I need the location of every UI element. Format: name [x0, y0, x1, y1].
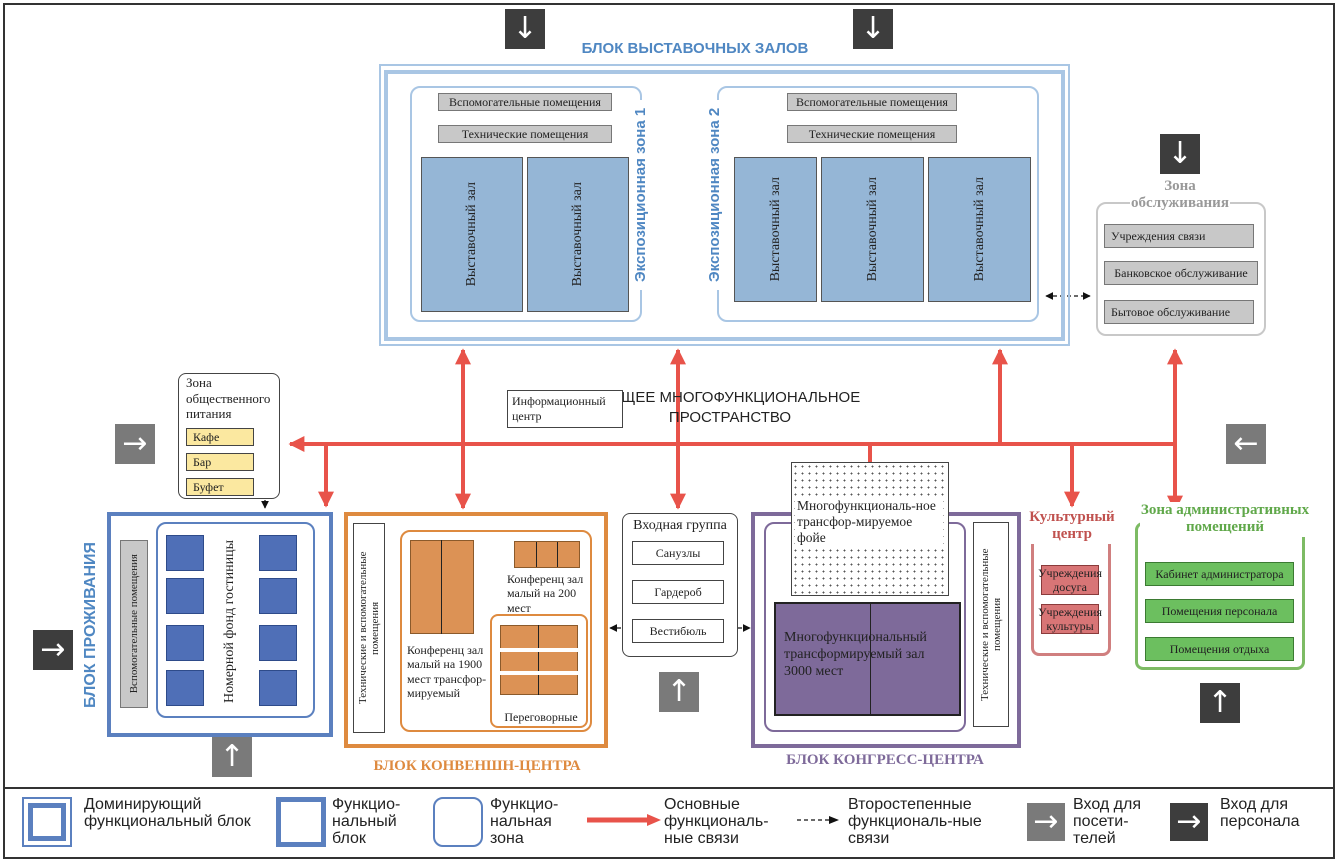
arrow-down-icon: ↓	[1160, 134, 1200, 174]
arrow-right-icon: →	[115, 424, 155, 464]
common-space-title: ОБЩЕЕ МНОГОФУНКЦИОНАЛЬНОЕ ПРОСТРАНСТВО	[599, 389, 861, 426]
convention-block	[344, 512, 608, 748]
admin-rest-rooms: Помещения отдыха	[1145, 637, 1294, 661]
zone2-label: Экспозиционная зона 2	[706, 100, 726, 290]
meeting-rooms-zone	[490, 614, 588, 728]
conference-hall-200	[514, 541, 580, 568]
entrance-restrooms: Санузлы	[632, 541, 724, 565]
residence-title: БЛОК ПРОЖИВАНИЯ	[82, 542, 99, 709]
arrow-down-icon: ↓	[505, 9, 545, 49]
divider	[500, 648, 578, 652]
legend-staff-entrance-icon: →	[1170, 803, 1208, 841]
info-center: Информационный центр	[507, 390, 623, 428]
zone2-aux-rooms: Вспомогательные помещения	[787, 93, 957, 111]
hotel-rooms-label: Номерной фонд гостиницы	[222, 539, 237, 703]
conference-hall-200-label: Конференц зал малый на 200 мест	[507, 572, 584, 615]
arrow-right-icon: →	[33, 630, 73, 670]
legend-main-link: Основные функциональ-ные связи	[664, 796, 769, 847]
residence-block	[107, 512, 333, 737]
hotel-room	[259, 535, 297, 571]
zone2-tech-rooms: Технические помещения	[787, 125, 957, 143]
entrance-wardrobe: Гардероб	[632, 580, 724, 604]
hotel-room	[166, 535, 204, 571]
hall-section	[515, 542, 537, 567]
arrow-up-icon: ↑	[659, 672, 699, 712]
service-item-banking: Банковское обслуживание	[1104, 261, 1258, 285]
divider	[500, 671, 578, 675]
arrow-down-icon: ↓	[853, 9, 893, 49]
congress-main-hall-label: Многофункциональный трансформируемый зал…	[784, 630, 927, 679]
arrow-left-icon: ←	[1226, 424, 1266, 464]
service-item-communication: Учреждения связи	[1104, 224, 1254, 248]
exhibition-block-outer	[379, 64, 1070, 346]
conference-hall-1900	[410, 540, 474, 634]
legend-functional-block: Функцио-нальный блок	[332, 796, 401, 847]
admin-staff-rooms: Помещения персонала	[1145, 599, 1294, 623]
culture-title: Культурный центр	[1024, 509, 1120, 544]
divider	[538, 625, 539, 695]
zone1-hall-1: Выставочный зал	[421, 157, 523, 312]
convention-tech-rooms: Технические и вспомогательные помещения	[353, 523, 385, 733]
legend-secondary-link-icon	[797, 816, 839, 824]
zone2-hall-2: Выставочный зал	[821, 157, 924, 302]
hotel-room	[259, 625, 297, 661]
residence-aux-rooms: Вспомогательные помещения	[120, 540, 148, 708]
zone2-hall-3: Выставочный зал	[928, 157, 1031, 302]
entrance-group-title: Входная группа	[633, 518, 727, 533]
legend-secondary-link: Второстепенные функциональ-ные связи	[848, 796, 982, 847]
divider	[870, 604, 871, 714]
service-item-household: Бытовое обслуживание	[1104, 300, 1254, 324]
congress-tech-rooms: Технические и вспомогательные помещения	[973, 522, 1009, 727]
catering-cafe: Кафе	[186, 428, 254, 446]
legend-frame	[3, 789, 1335, 859]
legend-main-link-icon	[587, 814, 661, 826]
legend-dominant-block: Доминирующий функциональный блок	[84, 796, 251, 830]
hotel-room	[259, 670, 297, 706]
arrow-up-icon: ↑	[1200, 683, 1240, 723]
congress-main-hall	[774, 602, 961, 716]
foyer-label: Многофункциональ-ное трансфор-мируемое ф…	[795, 497, 943, 548]
service-title: Зона обслуживания	[1130, 178, 1230, 213]
legend-staff-entrance: Вход для персонала	[1220, 796, 1300, 830]
admin-office: Кабинет администратора	[1145, 562, 1294, 586]
divider	[441, 540, 442, 634]
congress-title: БЛОК КОНГРЕСС-ЦЕНТРА	[786, 752, 984, 768]
legend-functional-zone: Функцио-нальная зона	[490, 796, 559, 847]
legend-functional-zone-icon	[433, 797, 483, 847]
meeting-rooms-label: Переговорные	[504, 710, 578, 724]
arrow-up-icon: ↑	[212, 737, 252, 777]
hall-section	[537, 542, 559, 567]
admin-title: Зона административных помещений	[1140, 502, 1310, 537]
catering-title: Зона общественного питания	[186, 375, 271, 422]
legend-dominant-block-icon	[22, 797, 72, 847]
catering-buffet: Буфет	[186, 478, 254, 496]
hotel-room	[259, 578, 297, 614]
zone1-hall-2: Выставочный зал	[527, 157, 629, 312]
hall-section	[558, 542, 579, 567]
hotel-room	[166, 625, 204, 661]
convention-halls-zone	[400, 530, 592, 732]
exhibition-block	[384, 70, 1065, 341]
zone2-hall-1: Выставочный зал	[734, 157, 817, 302]
zone1-aux-rooms: Вспомогательные помещения	[438, 93, 612, 111]
legend-functional-block-icon	[276, 797, 326, 847]
zone1-tech-rooms: Технические помещения	[438, 125, 612, 143]
hotel-room	[166, 578, 204, 614]
hotel-room	[166, 670, 204, 706]
residence-rooms-zone	[156, 522, 315, 718]
diagram-frame	[3, 3, 1335, 789]
culture-culture: Учреждения культуры	[1038, 604, 1102, 634]
convention-title: БЛОК КОНВЕНШН-ЦЕНТРА	[373, 758, 581, 774]
zone1-label: Экспозиционная зона 1	[632, 100, 652, 290]
entrance-lobby: Вестибюль	[632, 619, 724, 643]
legend-visitor-entrance-icon: →	[1027, 803, 1065, 841]
conference-hall-1900-label: Конференц зал малый на 1900 мест трансфо…	[407, 643, 487, 701]
exhibition-title: БЛОК ВЫСТАВОЧНЫХ ЗАЛОВ	[581, 40, 809, 57]
meeting-rooms	[500, 625, 578, 695]
catering-bar: Бар	[186, 453, 254, 471]
legend-visitor-entrance: Вход для посети-телей	[1073, 796, 1141, 847]
culture-leisure: Учреждения досуга	[1038, 565, 1102, 595]
